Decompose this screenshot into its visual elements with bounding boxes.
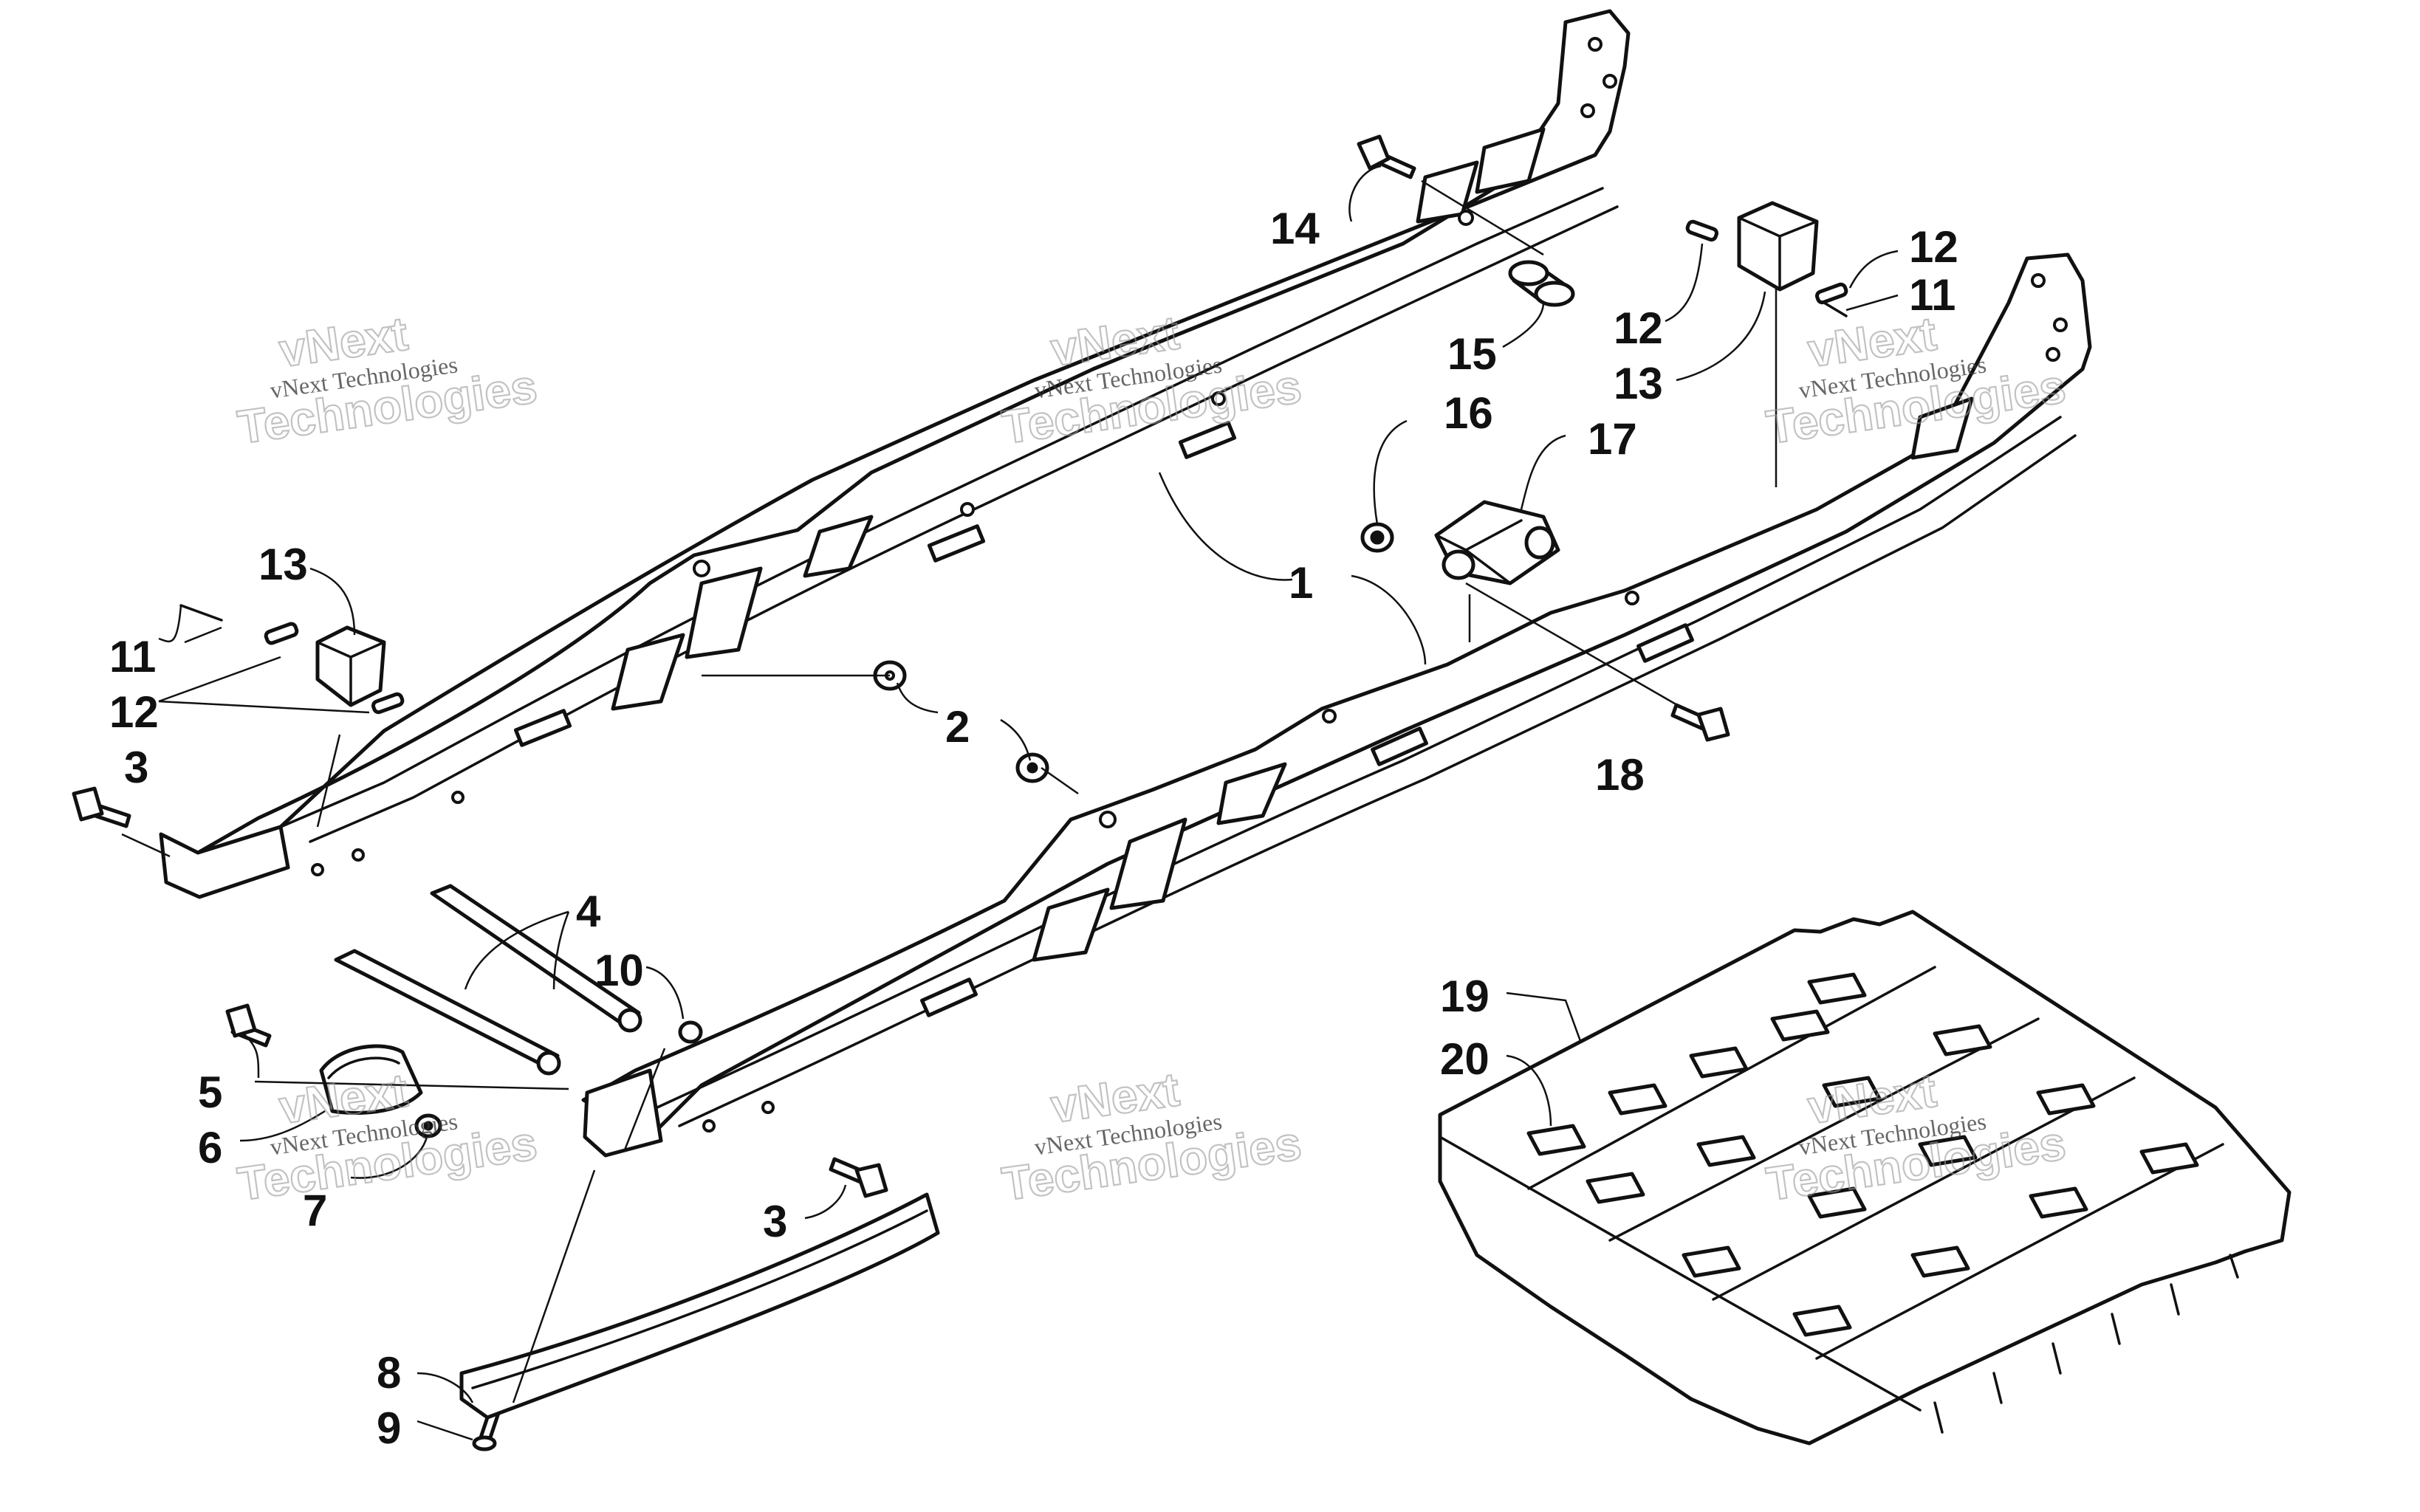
callout-12-top: 12 [1614, 303, 1663, 353]
right-slide-rail [581, 252, 2092, 1158]
washers-and-nuts [414, 522, 1394, 1138]
callout-10: 10 [594, 946, 644, 995]
bolts [72, 134, 1730, 1451]
track-19 [1438, 910, 2292, 1446]
watermark-upper-center: vNext Technologies vNext Technologies [998, 305, 1305, 455]
wear-strip-8 [459, 1192, 940, 1420]
pivot-mount-17 [1434, 500, 1560, 585]
watermark-lower-left: vNext Technologies vNext Technologies [233, 1062, 541, 1212]
callout-6: 6 [198, 1123, 222, 1172]
nut-10 [678, 1020, 703, 1044]
leader-lines [121, 165, 1899, 1441]
callout-13-left: 13 [258, 540, 308, 589]
callout-16: 16 [1444, 388, 1493, 438]
left-slide-rail [159, 9, 1631, 899]
bolt-14 [1357, 134, 1416, 179]
callout-3-left: 3 [124, 743, 148, 792]
callout-20: 20 [1440, 1034, 1490, 1084]
bumper-blocks-13 [179, 201, 1848, 715]
callout-17: 17 [1588, 414, 1637, 464]
callout-labels: 14 15 12 13 12 11 16 17 1 2 18 13 11 12 … [109, 204, 1958, 1453]
watermark-lower-center: vNext Technologies vNext Technologies [998, 1062, 1305, 1212]
callout-7: 7 [303, 1186, 327, 1235]
callout-1: 1 [1289, 558, 1313, 608]
track-clips-20 [1526, 972, 2199, 1337]
callout-19: 19 [1440, 972, 1490, 1021]
watermark-upper-left: vNext Technologies vNext Technologies [233, 306, 541, 455]
callout-9: 9 [377, 1403, 401, 1453]
cam-block-6 [319, 1044, 423, 1115]
callout-3-right: 3 [763, 1197, 787, 1246]
callout-15: 15 [1447, 329, 1497, 379]
spacer-15 [1508, 260, 1575, 307]
callout-4: 4 [576, 887, 601, 936]
callout-12-right: 12 [1909, 222, 1958, 272]
callout-14: 14 [1270, 204, 1320, 253]
bolt-18 [1670, 703, 1730, 742]
callout-2: 2 [945, 702, 970, 752]
callout-12-left: 12 [109, 687, 159, 737]
callout-11-right: 11 [1909, 270, 1955, 320]
bolt-3-left [72, 786, 131, 828]
bolt-5 [225, 1003, 272, 1048]
callout-18: 18 [1595, 750, 1645, 800]
callout-11-left: 11 [109, 632, 156, 681]
front-axles [334, 884, 642, 1076]
callout-13-top: 13 [1614, 359, 1663, 408]
bolt-3-right [829, 1157, 888, 1198]
callout-5: 5 [198, 1068, 222, 1117]
callout-8: 8 [377, 1348, 401, 1398]
